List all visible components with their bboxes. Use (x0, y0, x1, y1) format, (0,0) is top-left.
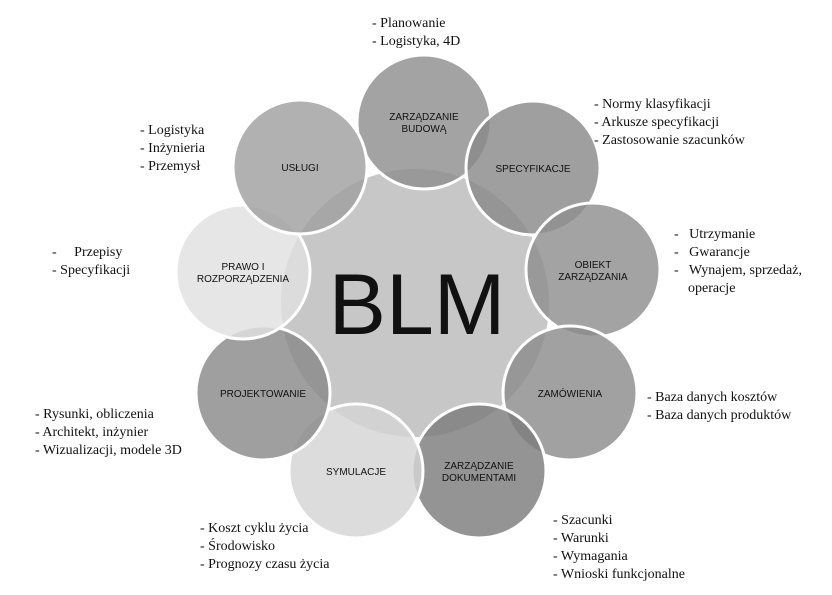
note-zarzadzanie-budowa: - Planowanie - Logistyka, 4D (372, 15, 460, 51)
note-item: - Rysunki, obliczenia (35, 407, 154, 422)
node-label-zarzadzanie-budowa: ZARZĄDZANIE (389, 112, 459, 123)
note-item: - Planowanie (372, 16, 446, 31)
node-circle-zamowienia (501, 324, 639, 462)
note-item: - Specyfikacji (52, 263, 131, 278)
note-item: - Normy klasyfikacji (594, 97, 711, 112)
note-uslugi: - Logistyka - Inżynieria - Przemysł (140, 122, 205, 176)
node-label-obiekt-zarzadzania: ZARZĄDZANIA (558, 272, 628, 283)
note-item: - Wizualizacji, modele 3D (35, 443, 182, 458)
note-prawo-i-rozporzadzenia: - Przepisy - Specyfikacji (52, 244, 130, 280)
note-item: - Wnioski funkcjonalne (553, 567, 685, 582)
note-item: - Baza danych produktów (647, 408, 792, 423)
node-label-uslugi: USŁUGI (281, 163, 318, 174)
circles-layer (174, 53, 662, 540)
note-item: - Szacunki (553, 513, 613, 528)
note-specyfikacje: - Normy klasyfikacji - Arkusze specyfikac… (594, 96, 745, 150)
note-item: - Baza danych kosztów (647, 390, 778, 405)
node-label-projektowanie: PROJEKTOWANIE (220, 389, 306, 400)
note-zarzadzanie-dokumentami: - Szacunki - Warunki - Wymagania - Wnioski … (553, 512, 685, 584)
note-item: - Prognozy czasu życia (200, 557, 330, 572)
node-label-symulacje: SYMULACJE (326, 467, 386, 478)
note-item: - Architekt, inżynier (35, 425, 149, 440)
note-item: - Utrzymanie (674, 227, 756, 242)
node-label-specyfikacje: SPECYFIKACJE (495, 164, 570, 175)
note-item: operacje (674, 281, 736, 296)
node-circle-symulacje (287, 402, 425, 540)
note-item: - Wymagania (553, 549, 628, 564)
node-label-prawo-i-rozporzadzenia: PRAWO I (222, 262, 265, 273)
note-zamowienia: - Baza danych kosztów - Baza danych produ… (647, 389, 791, 425)
note-item: - Logistyka, 4D (372, 34, 461, 49)
node-label-zarzadzanie-dokumentami: ZARZĄDZANIE (444, 461, 514, 472)
labels-layer: BLMZARZĄDZANIEBUDOWĄSPECYFIKACJEOBIEKTZA… (197, 112, 628, 484)
node-label-prawo-i-rozporzadzenia: ROZPORZĄDZENIA (197, 274, 290, 285)
node-label-zarzadzanie-dokumentami: DOKUMENTAMI (442, 473, 516, 484)
note-item: - Wynajem, sprzedaż, (674, 263, 802, 278)
node-label-zamowienia: ZAMÓWIENIA (538, 387, 603, 400)
note-item: - Logistyka (140, 123, 205, 138)
note-item: - Zastosowanie szacunków (594, 133, 745, 148)
node-circle-prawo-i-rozporzadzenia (174, 203, 312, 341)
node-circle-specyfikacje (464, 99, 602, 237)
node-label-zarzadzanie-budowa: BUDOWĄ (402, 124, 447, 135)
note-obiekt-zarzadzania: - Utrzymanie - Gwarancje - Wynajem, sprzed… (674, 226, 802, 298)
note-projektowanie: - Rysunki, obliczenia - Architekt, inżyni… (35, 406, 182, 460)
note-item: - Środowisko (200, 539, 276, 554)
note-item: - Przepisy (52, 245, 123, 260)
node-label-obiekt-zarzadzania: OBIEKT (575, 260, 612, 271)
note-symulacje: - Koszt cyklu życia - Środowisko - Prognoz… (200, 520, 329, 574)
note-item: - Gwarancje (674, 245, 750, 260)
note-item: - Inżynieria (140, 141, 205, 156)
note-item: - Przemysł (140, 159, 201, 174)
node-circle-uslugi (231, 98, 369, 236)
note-item: - Warunki (553, 531, 609, 546)
note-item: - Arkusze specyfikacji (594, 115, 720, 130)
center-label: BLM (329, 257, 506, 353)
note-item: - Koszt cyklu życia (200, 521, 309, 536)
